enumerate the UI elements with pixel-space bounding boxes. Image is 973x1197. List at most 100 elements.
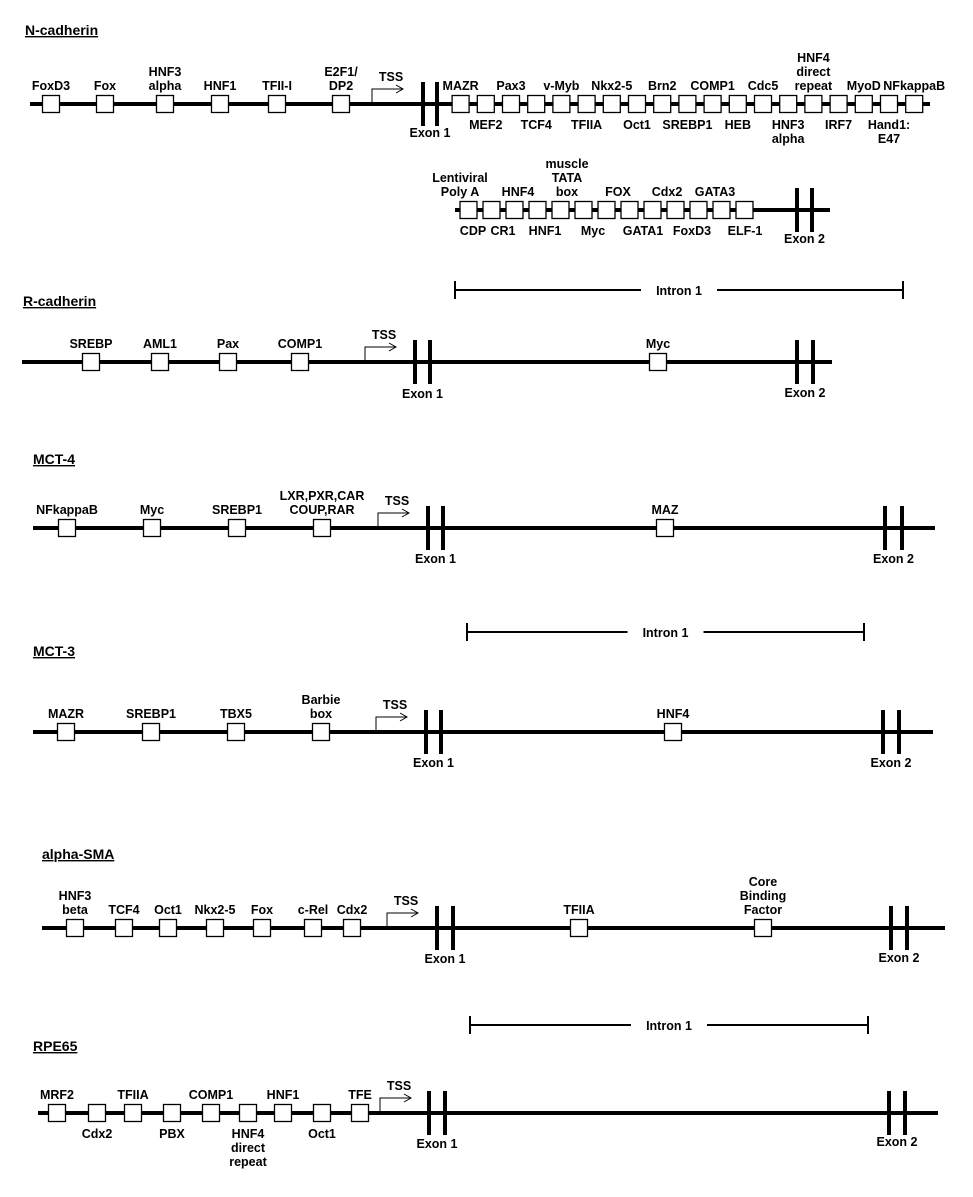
binding-site-label-line: ELF-1: [728, 224, 763, 238]
binding-site-label-line: CR1: [490, 224, 515, 238]
exon-marker: [441, 506, 445, 550]
binding-site-box: [703, 94, 722, 114]
binding-site: Fox: [94, 79, 116, 114]
binding-site-box: [81, 352, 101, 372]
binding-site: SREBP1: [662, 94, 712, 132]
exon-marker: [421, 82, 425, 126]
binding-site-label-line: Oct1: [308, 1127, 336, 1141]
tss-label: TSS: [394, 894, 418, 908]
binding-site-label-line: FoxD3: [673, 224, 711, 238]
binding-site-label: FOX: [605, 185, 631, 199]
binding-site-label-line: HNF1: [204, 79, 237, 93]
binding-site: SREBP1: [212, 503, 262, 538]
binding-site-label: Fox: [94, 79, 116, 93]
binding-site-label-line: Myc: [646, 337, 670, 351]
binding-site: Cdx2: [82, 1103, 112, 1141]
binding-site-label: FoxD3: [32, 79, 70, 93]
binding-site: MRF2: [40, 1088, 74, 1123]
binding-site-box: [476, 94, 495, 114]
binding-site-label: SREBP1: [212, 503, 262, 517]
exon-marker: [795, 188, 799, 232]
arrowhead-icon: [401, 508, 411, 518]
binding-site-label: Fox: [251, 903, 273, 917]
binding-site-label: CR1: [490, 224, 515, 238]
binding-site-box: [141, 722, 161, 742]
binding-site-label: TBX5: [220, 707, 252, 721]
binding-site-label: SREBP1: [662, 118, 712, 132]
binding-site-box: [451, 94, 470, 114]
binding-site-label-line: TFII-I: [262, 79, 292, 93]
binding-site: Pax: [217, 337, 239, 372]
binding-site: Nkx2-5: [195, 903, 236, 938]
binding-site-label-line: HNF4: [797, 51, 830, 65]
binding-site-label-line: Myc: [140, 503, 164, 517]
binding-site: CDP: [460, 200, 501, 238]
binding-site-label: NFkappaB: [883, 79, 945, 93]
binding-site: Nkx2-5: [591, 79, 632, 114]
binding-site-label-line: Brn2: [648, 79, 677, 93]
binding-site-label-line: Nkx2-5: [591, 79, 632, 93]
binding-site-label: MAZR: [48, 707, 84, 721]
binding-site-label-line: Cdx2: [652, 185, 683, 199]
binding-site-box: [311, 722, 331, 742]
binding-site: COMP1: [690, 79, 735, 114]
arrowhead-icon: [410, 908, 420, 918]
arrowhead-icon: [388, 342, 398, 352]
binding-site: HNF1: [267, 1088, 299, 1123]
binding-site: NFkappaB: [36, 503, 98, 538]
exon-label: Exon 1: [402, 387, 443, 401]
binding-site-label: Myc: [646, 337, 670, 351]
binding-site-label: IRF7: [825, 118, 852, 132]
tss-label: TSS: [379, 70, 403, 84]
binding-site-label: Pax3: [496, 79, 525, 93]
binding-site-box: [150, 352, 170, 372]
binding-site-label-line: MAZ: [651, 503, 678, 517]
binding-site-box: [290, 352, 310, 372]
binding-site-label-line: MAZR: [443, 79, 479, 93]
binding-site-label-line: HEB: [725, 118, 751, 132]
binding-site: TFE: [348, 1088, 372, 1123]
binding-site: TCF4: [108, 903, 140, 938]
binding-site-label: COMP1: [278, 337, 323, 351]
binding-site-label-line: Poly A: [441, 185, 479, 199]
binding-site: HNF1: [529, 200, 570, 238]
binding-site-box: [505, 200, 524, 220]
binding-site: TFIIA: [563, 903, 595, 938]
binding-site-label-line: FoxD3: [32, 79, 70, 93]
binding-site-label-line: COMP1: [189, 1088, 234, 1102]
binding-site-box: [627, 94, 647, 114]
binding-site: PBX: [159, 1103, 186, 1141]
binding-site: MAZR: [48, 707, 84, 742]
binding-site-label: Pax: [217, 337, 239, 351]
binding-site-label-line: PBX: [159, 1127, 185, 1141]
binding-site-label-line: IRF7: [825, 118, 852, 132]
binding-site-box: [210, 94, 230, 114]
binding-site-label: TFE: [348, 1088, 372, 1102]
binding-site-label-line: Lentiviral: [432, 171, 488, 185]
binding-site-label-line: TFIIA: [117, 1088, 148, 1102]
binding-site-box: [577, 94, 596, 114]
binding-site-box: [728, 94, 747, 114]
binding-site-box: [312, 518, 332, 538]
binding-site-label-line: Cdc5: [748, 79, 779, 93]
tss-label: TSS: [387, 1079, 411, 1093]
binding-site-label-line: Barbie: [302, 693, 341, 707]
binding-site-label-line: box: [556, 185, 578, 199]
binding-site-label-line: Cdx2: [337, 903, 368, 917]
binding-site-label-line: COUP,RAR: [289, 503, 354, 517]
binding-site-label-line: NFkappaB: [36, 503, 98, 517]
binding-site-label: E2F1/DP2: [324, 65, 358, 93]
binding-site-box: [648, 352, 668, 372]
binding-site-box: [854, 94, 873, 114]
binding-site-label: Nkx2-5: [591, 79, 632, 93]
binding-site-box: [663, 722, 683, 742]
